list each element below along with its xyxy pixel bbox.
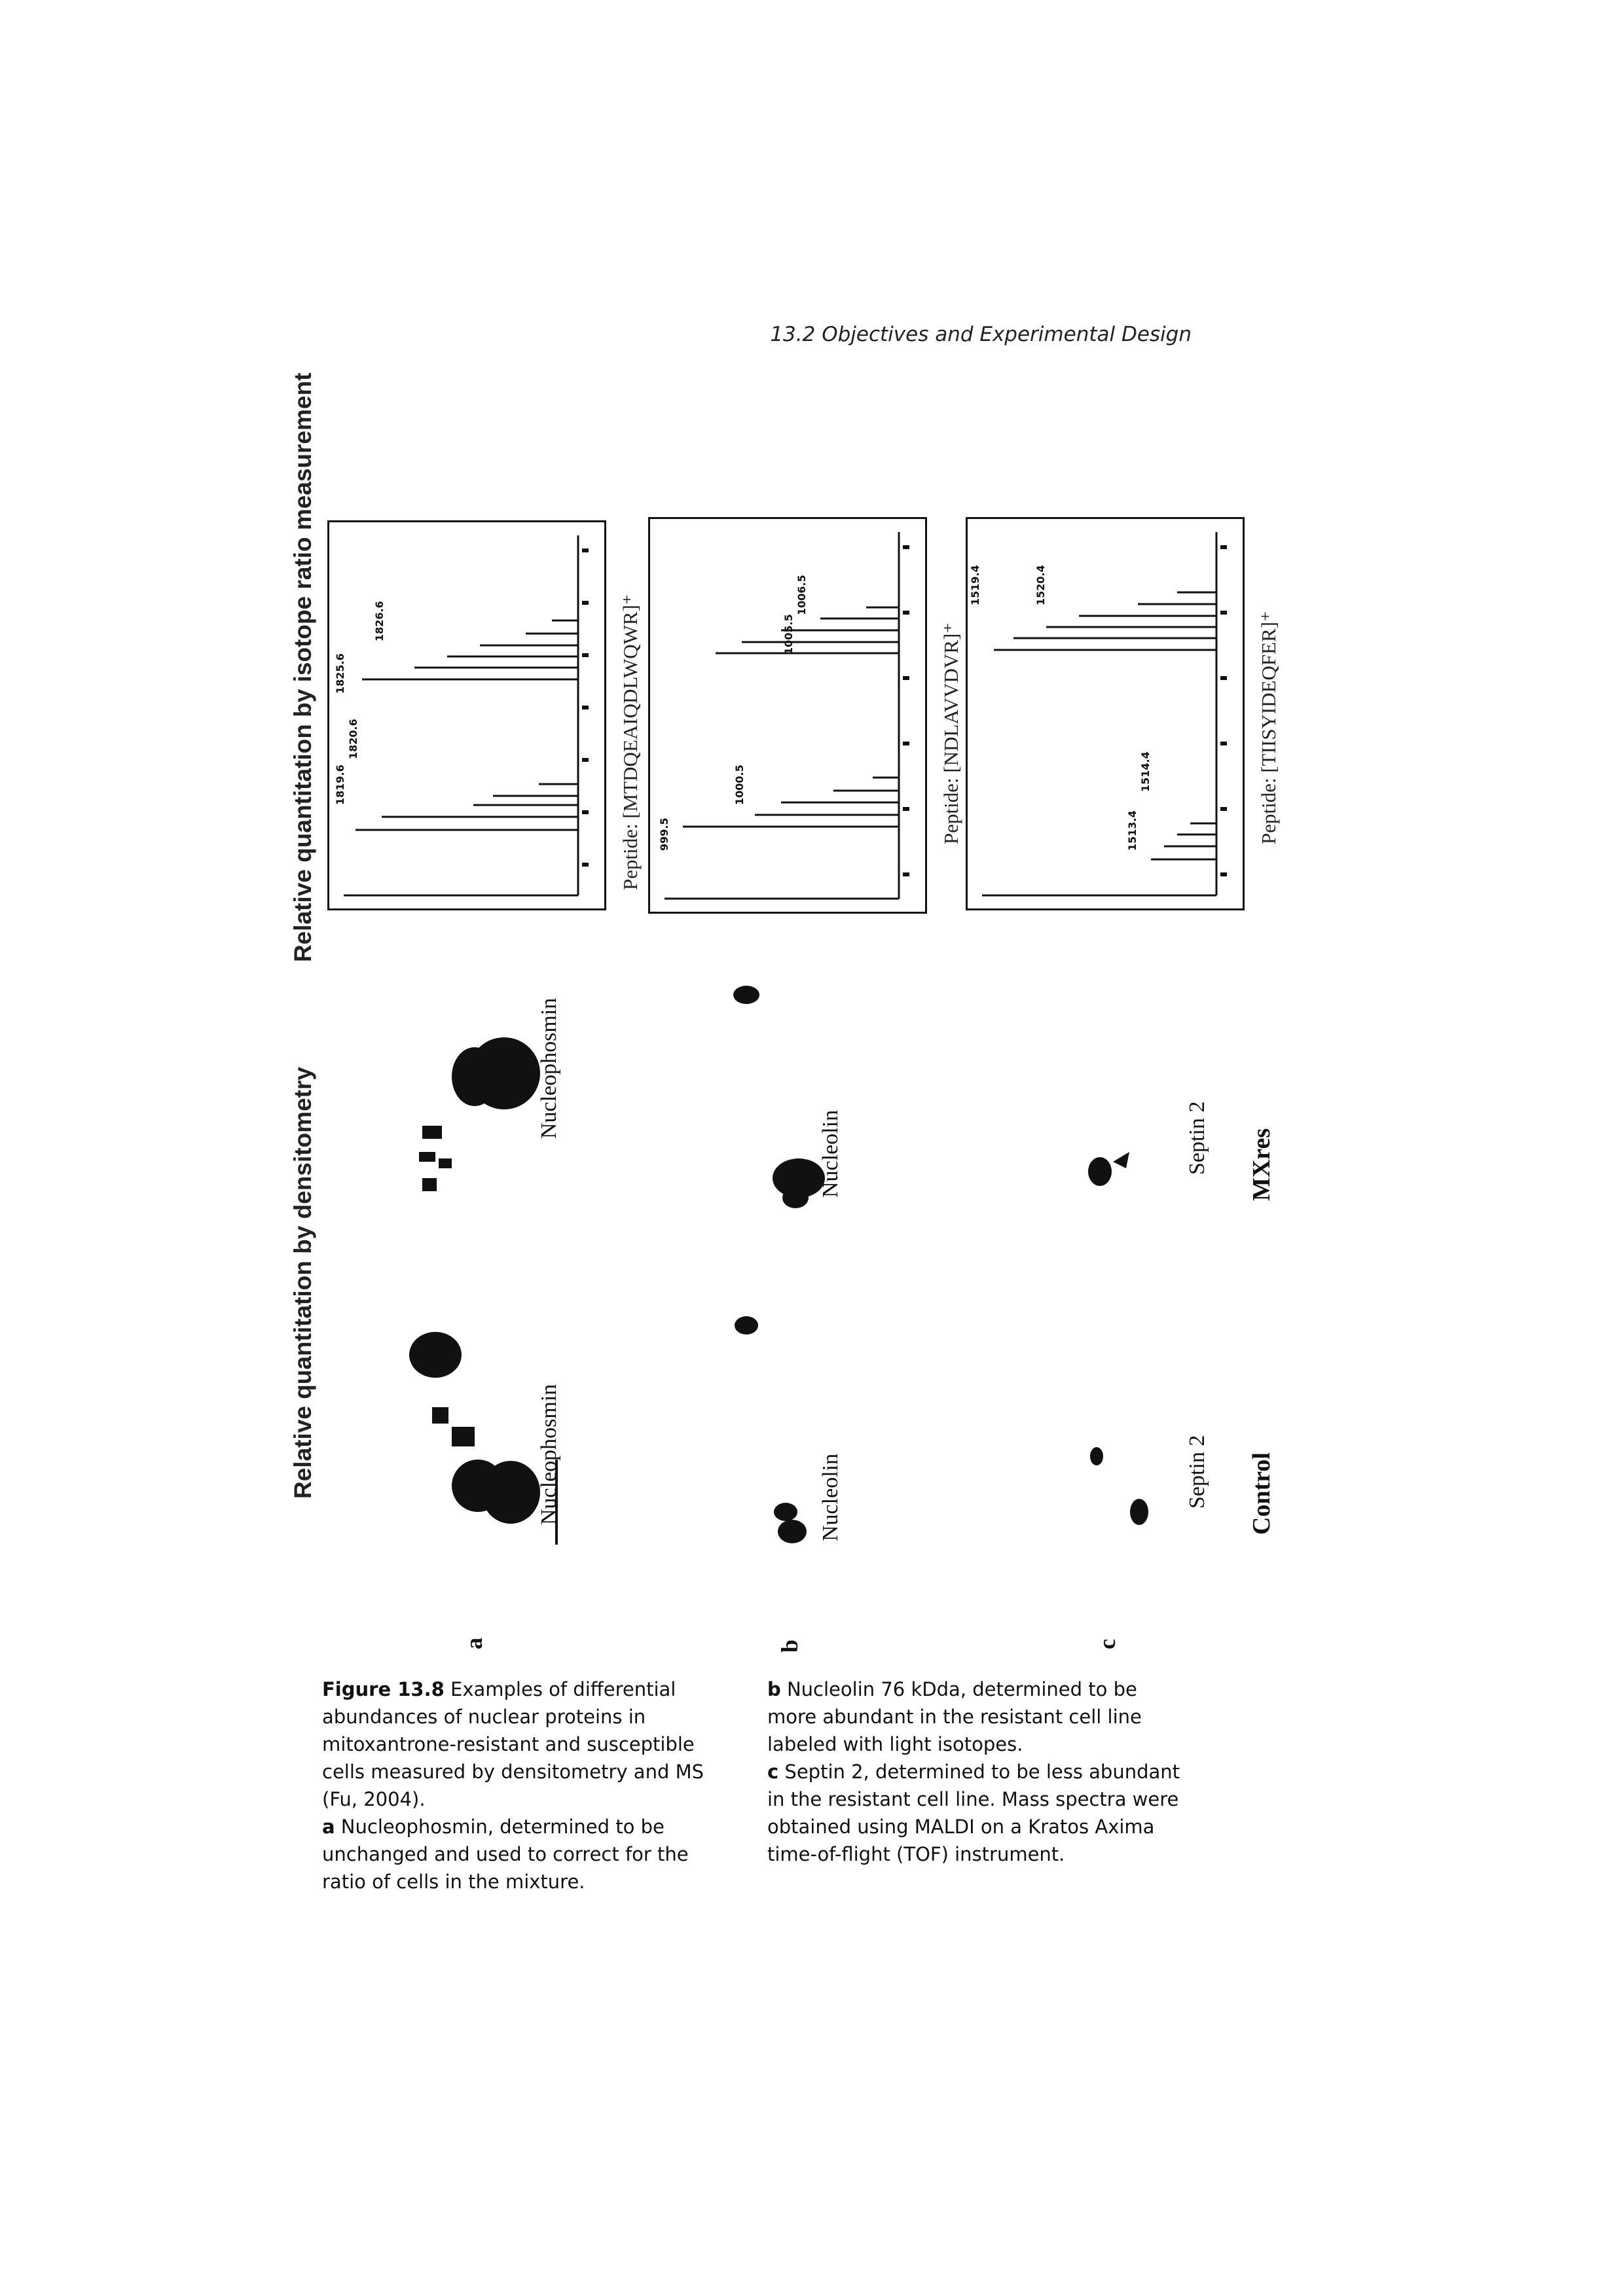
caption-a: a Nucleophosmin, determined to be unchan…: [322, 1816, 689, 1893]
peak-cluster-b2: [716, 606, 899, 655]
peak-label-b-1: 999.5: [658, 817, 670, 851]
peptide-b: Peptide: [NDLAVVDVR]⁺: [939, 622, 962, 844]
running-header: 13.2 Objectives and Experimental Design: [770, 323, 1192, 346]
caption-right: b Nucleolin 76 kDda, determined to be mo…: [767, 1676, 1186, 1868]
spectrum-b-plot: [665, 532, 909, 900]
peak-cluster-a1: [356, 783, 578, 831]
peak-cluster-c1: [1151, 822, 1216, 861]
spectrum-panel-a: [327, 520, 606, 910]
protein-label-a-control: Nucleophosmin: [537, 1384, 561, 1525]
peptide-a: Peptide: [MTDQEAIQDLWQWR]⁺: [619, 594, 642, 890]
peak-cluster-b1: [683, 776, 899, 828]
caption-intro: Figure 13.8 Examples of differential abu…: [322, 1678, 704, 1810]
heading-densitometry: Relative quantitation by densitometry: [289, 1067, 316, 1499]
panel-letter-c: c: [1094, 1639, 1120, 1649]
blot-a-mxres: [419, 1037, 540, 1191]
spectrum-panel-c: [966, 517, 1245, 910]
peak-cluster-a2: [362, 619, 578, 681]
spectrum-c-plot: [982, 532, 1227, 897]
peak-label-a-3: 1825.6: [334, 653, 346, 694]
peak-label-a-2: 1820.6: [347, 719, 359, 759]
peak-label-b-2: 1000.5: [733, 764, 746, 805]
condition-label-control: Control: [1248, 1452, 1275, 1535]
peak-label-c-2: 1514.4: [1139, 751, 1152, 792]
protein-label-c-control: Septin 2: [1185, 1435, 1209, 1509]
protein-label-b-mxres: Nucleolin: [818, 1109, 843, 1198]
panel-letter-b: b: [776, 1639, 803, 1653]
caption-b: b Nucleolin 76 kDda, determined to be mo…: [767, 1678, 1142, 1755]
peptide-c: Peptide: [TIISYIDEQFER]⁺: [1257, 611, 1280, 844]
blot-b-control: [774, 1503, 807, 1543]
heading-isotope-ratio: Relative quantitation by isotope ratio m…: [289, 372, 316, 962]
protein-label-b-control: Nucleolin: [818, 1453, 843, 1541]
protein-label-c-mxres: Septin 2: [1185, 1101, 1209, 1175]
spectrum-panel-b: [648, 517, 927, 914]
peak-label-c-3: 1519.4: [969, 565, 981, 605]
blot-b-spot-top2: [735, 1316, 758, 1335]
blot-b-spot-top: [733, 986, 759, 1004]
peak-label-a-4: 1826.6: [373, 601, 386, 641]
peak-label-c-4: 1520.4: [1034, 565, 1047, 605]
panel-letter-a: a: [461, 1638, 487, 1649]
spectrum-a-plot: [344, 535, 589, 897]
blot-c-control: [1090, 1447, 1148, 1525]
caption-figure-label: Figure 13.8: [322, 1678, 445, 1700]
blot-a-control: [409, 1332, 558, 1545]
caption-left: Figure 13.8 Examples of differential abu…: [322, 1676, 721, 1895]
peak-cluster-c2: [994, 591, 1216, 651]
condition-label-mxres: MXres: [1248, 1128, 1275, 1201]
peak-label-b-3: 1005.5: [782, 614, 795, 655]
blot-b-mxres: [773, 1158, 825, 1208]
peak-label-a-1: 1819.6: [334, 764, 346, 805]
peak-label-b-4: 1006.5: [795, 575, 808, 615]
blot-c-mxres: [1088, 1152, 1129, 1186]
caption-c: c Septin 2, determined to be less abunda…: [767, 1761, 1180, 1865]
peak-label-c-1: 1513.4: [1126, 810, 1139, 851]
protein-label-a-mxres: Nucleophosmin: [537, 997, 561, 1139]
